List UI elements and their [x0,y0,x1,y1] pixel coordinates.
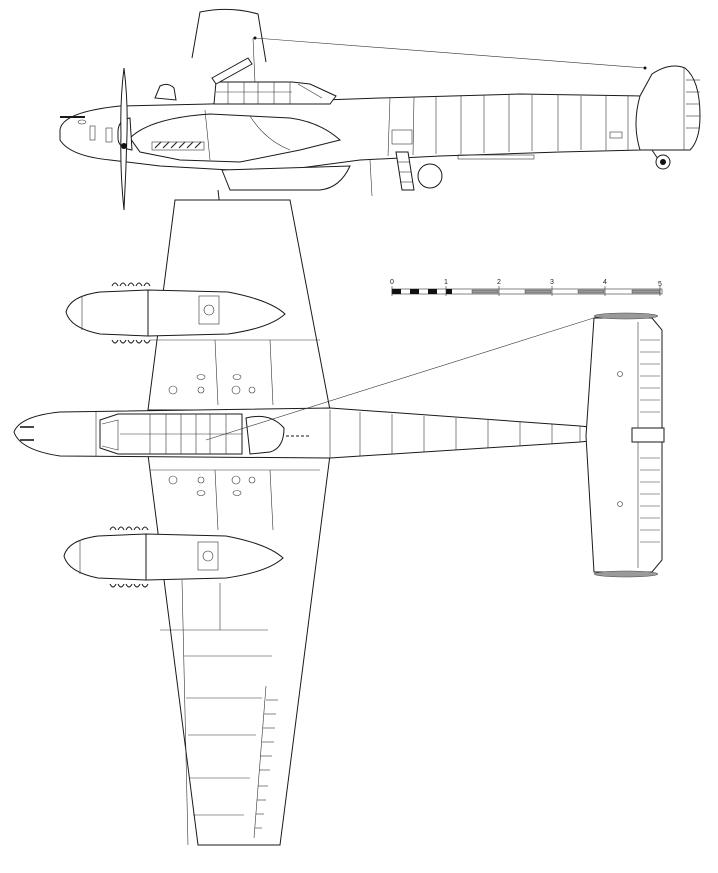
propeller [120,67,128,211]
boarding-ladder [395,151,415,191]
engine-nacelle-top [65,289,286,337]
side-view [59,8,701,253]
access-panels-upper [168,374,256,496]
antenna-wire-plan [205,315,601,441]
lower-wing [147,454,331,846]
horizontal-stabilizer [585,317,663,573]
scale-label-5: 5 [658,281,662,288]
elevator-ribs [617,322,660,568]
nacelle-intake [154,83,177,101]
fuselage-frames [387,95,629,157]
scale-label-0: 0 [390,279,394,286]
aileron-ribs-lower [253,685,278,839]
direction-finder-loop [417,163,443,189]
scale-label-4: 4 [603,279,607,286]
canopy [213,81,337,105]
scale-label-1: 1 [444,279,448,286]
fin-endplate-top [593,312,659,320]
scale-bar: 0 1 2 3 4 5 [390,279,663,296]
canopy-hatch [211,57,253,85]
exhaust-stubs [151,141,205,151]
wing-tip-outline [191,8,267,63]
plan-view [13,199,665,846]
exhaust-stubs-top [111,282,151,344]
tail-fin [635,65,701,151]
fin-endplate-bottom [593,570,659,578]
engine-nacelle-bottom [63,533,284,581]
radiator-bath [221,165,351,191]
rear-gunner-canopy [245,415,285,455]
scale-label-2: 2 [497,279,501,286]
rudder-hinge [631,427,665,443]
antenna-wire [254,37,646,69]
scale-label-3: 3 [550,279,554,286]
